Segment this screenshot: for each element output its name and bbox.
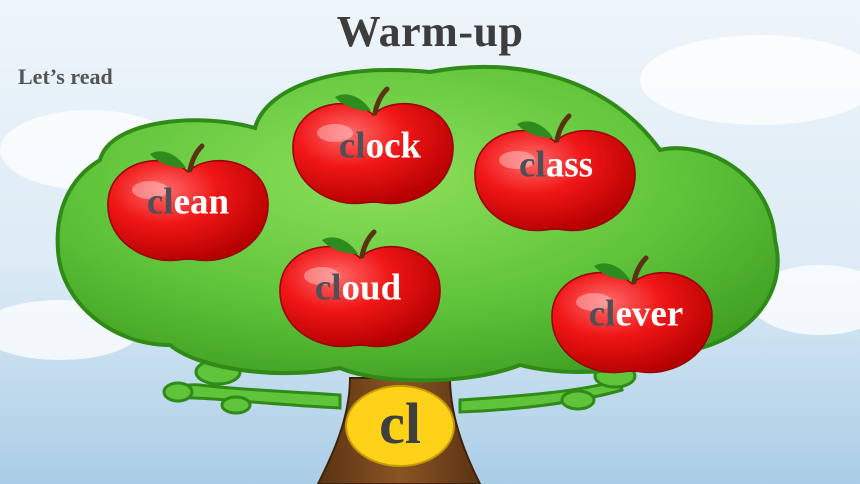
word-cloud[interactable]: cloud (315, 270, 401, 307)
word-clean[interactable]: clean (147, 184, 229, 221)
word-clever[interactable]: clever (589, 296, 683, 333)
word-prefix: cl (588, 293, 616, 335)
word-prefix: cl (314, 267, 342, 309)
word-rest: ean (173, 181, 230, 223)
word-rest: oud (341, 267, 402, 309)
page-title: Warm-up (336, 7, 524, 56)
root-badge (345, 385, 455, 467)
word-rest: ass (545, 144, 594, 186)
word-rest: ever (615, 293, 684, 335)
root-label: cl (379, 391, 421, 456)
word-clock[interactable]: clock (339, 128, 421, 165)
word-rest: ock (365, 125, 422, 167)
instruction-text: Let’s read (18, 64, 113, 89)
word-prefix: cl (146, 181, 174, 223)
word-prefix: cl (338, 125, 366, 167)
word-prefix: cl (518, 144, 546, 186)
word-class[interactable]: class (519, 147, 593, 184)
